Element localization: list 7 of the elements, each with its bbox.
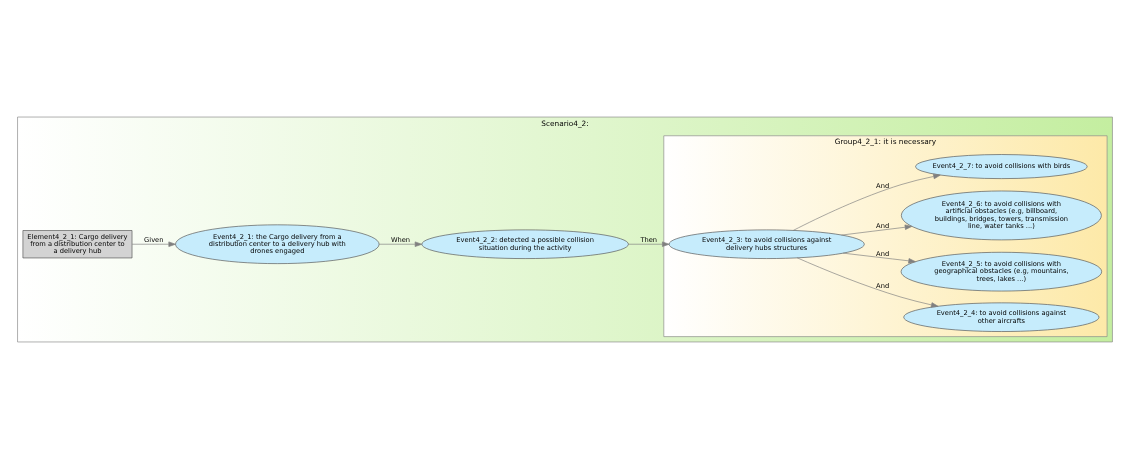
arrow — [792, 173, 941, 231]
arrow — [378, 241, 423, 247]
arrow — [796, 256, 939, 308]
arrow — [842, 252, 916, 264]
arrow — [841, 224, 913, 235]
arrow — [131, 241, 176, 247]
arrow — [628, 241, 670, 247]
